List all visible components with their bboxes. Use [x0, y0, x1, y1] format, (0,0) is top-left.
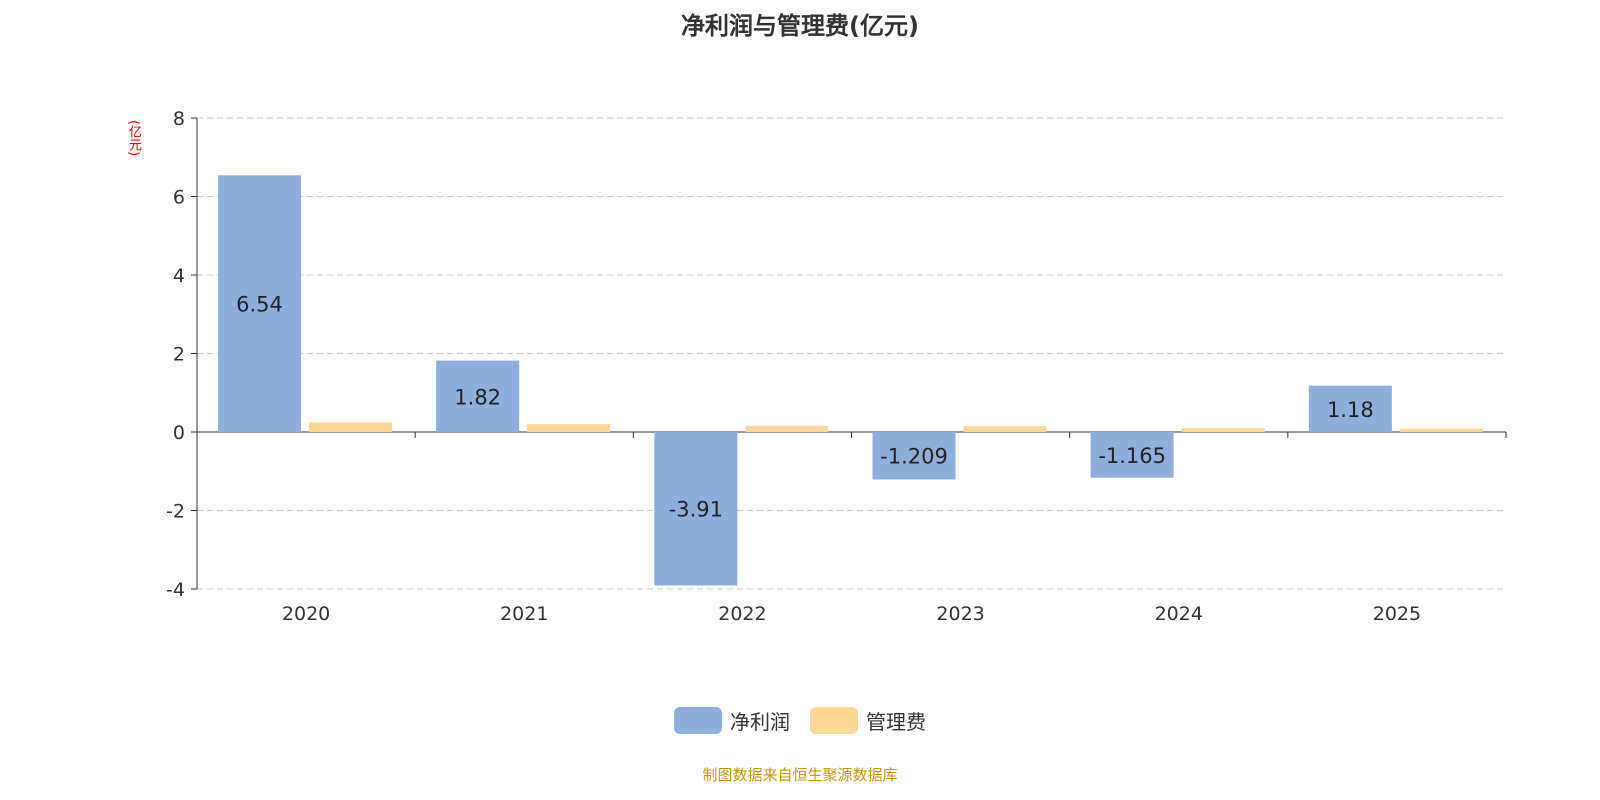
legend-item-admin-expense[interactable]: 管理费: [810, 706, 926, 735]
legend-label: 净利润: [730, 710, 790, 734]
x-tick-label: 2020: [282, 603, 330, 625]
x-tick-label: 2025: [1373, 603, 1421, 625]
y-tick-label: 0: [173, 422, 185, 444]
legend-swatch: [674, 707, 722, 734]
bar-net-profit: [872, 432, 956, 480]
data-source: 制图数据来自恒生聚源数据库: [702, 766, 898, 784]
y-axis-unit: (亿元): [126, 120, 141, 157]
legend-swatch: [810, 707, 858, 734]
data-label: 1.18: [1327, 398, 1374, 422]
bar-admin-expense: [745, 425, 829, 432]
data-label: -1.209: [880, 445, 948, 469]
legend: 净利润 管理费: [0, 706, 1600, 735]
data-label: 1.82: [454, 385, 501, 409]
y-tick-label: 8: [173, 108, 185, 130]
data-label: -1.165: [1098, 444, 1166, 468]
y-tick-label: -4: [166, 579, 185, 601]
legend-item-net-profit[interactable]: 净利润: [674, 706, 790, 735]
bar-admin-expense: [309, 422, 392, 432]
bar-admin-expense: [963, 426, 1047, 432]
data-label: 6.54: [236, 293, 283, 317]
bar-net-profit: [218, 175, 301, 432]
x-tick-label: 2023: [936, 603, 984, 625]
bar-admin-expense: [1399, 428, 1483, 432]
bar-net-profit: [1090, 432, 1174, 478]
bar-net-profit: [1308, 385, 1392, 432]
bar-net-profit: [654, 432, 738, 586]
x-tick-label: 2022: [718, 603, 766, 625]
legend-label: 管理费: [866, 710, 926, 734]
y-tick-label: -2: [166, 501, 185, 523]
bar-net-profit: [436, 360, 520, 432]
y-tick-label: 4: [173, 265, 185, 287]
bar-admin-expense: [1181, 428, 1265, 432]
y-tick-label: 2: [173, 344, 185, 366]
bar-chart: -4 -2 0 2 4 6 8 2020 6.54 2021 1.82 2022 -3.91 2023 -1…: [166, 108, 1507, 625]
y-tick-label: 6: [173, 187, 185, 209]
data-label: -3.91: [669, 498, 723, 522]
x-tick-label: 2021: [500, 603, 548, 625]
x-tick-label: 2024: [1155, 603, 1203, 625]
chart-title: 净利润与管理费(亿元): [681, 12, 919, 40]
bar-admin-expense: [527, 424, 611, 432]
